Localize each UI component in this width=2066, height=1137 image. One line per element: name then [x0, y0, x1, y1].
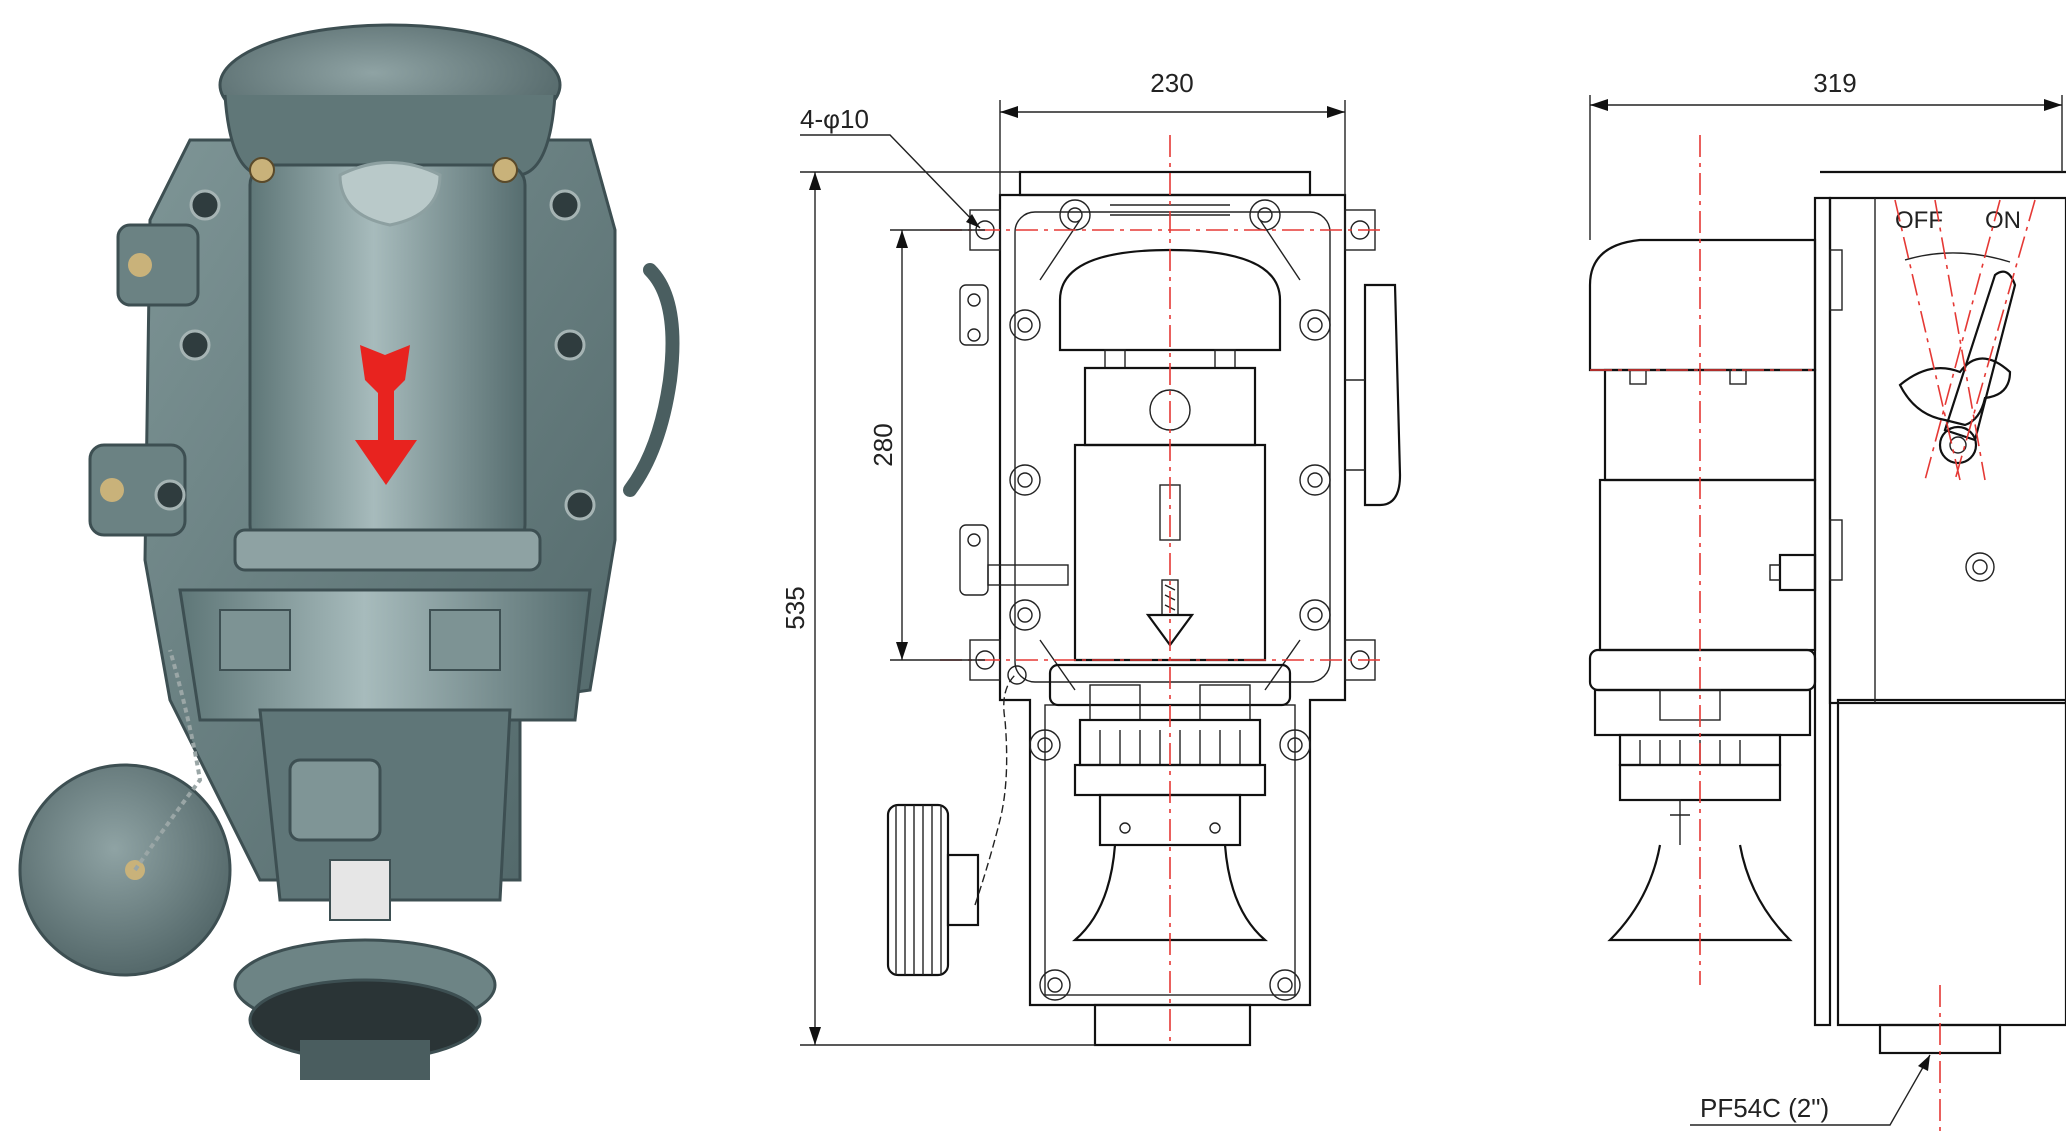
front-arrow-icon [1145, 579, 1195, 647]
switch-on-label: ON [1985, 207, 2021, 234]
hole-note: 4-φ10 [800, 104, 869, 134]
switch-lever [1898, 270, 2017, 465]
product-photo [18, 23, 680, 1080]
side-view-drawing: OFF ON [1588, 68, 2066, 1137]
red-arrow-icon [355, 345, 417, 485]
height-dim: 535 [780, 586, 810, 629]
front-width-dim: 230 [1150, 68, 1193, 98]
thread-note: PF54C (2") [1700, 1093, 1829, 1123]
switch-off-label: OFF [1895, 207, 1943, 234]
front-view-drawing: 230 4-φ10 280 535 [780, 68, 1402, 1047]
depth-dim: 319 [1813, 68, 1856, 98]
hole-spacing-dim: 280 [868, 423, 898, 466]
